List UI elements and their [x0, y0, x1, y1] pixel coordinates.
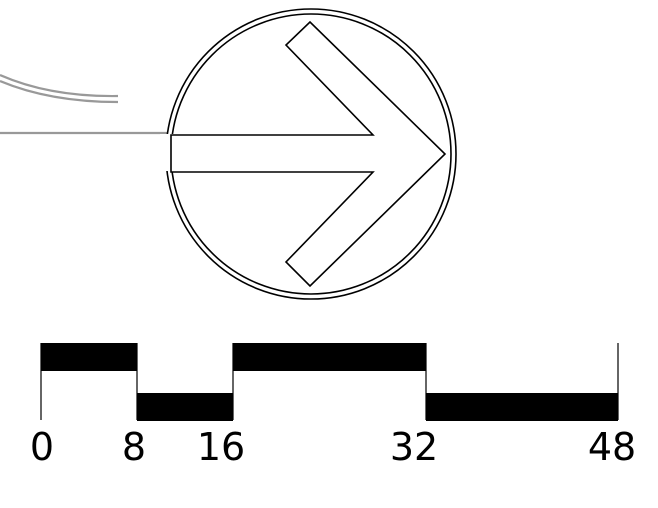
scale-segment-2	[137, 393, 233, 421]
scale-segment-3	[233, 343, 426, 371]
scale-label-8: 8	[121, 425, 147, 469]
north-arrow-icon	[160, 8, 457, 300]
scale-label-32: 32	[389, 425, 439, 469]
scale-label-16: 16	[196, 425, 246, 469]
scale-segment-1	[41, 343, 137, 371]
scale-label-48: 48	[587, 425, 637, 469]
scale-bar	[40, 343, 619, 421]
scale-label-0: 0	[29, 425, 55, 469]
scale-segment-4	[426, 393, 618, 421]
